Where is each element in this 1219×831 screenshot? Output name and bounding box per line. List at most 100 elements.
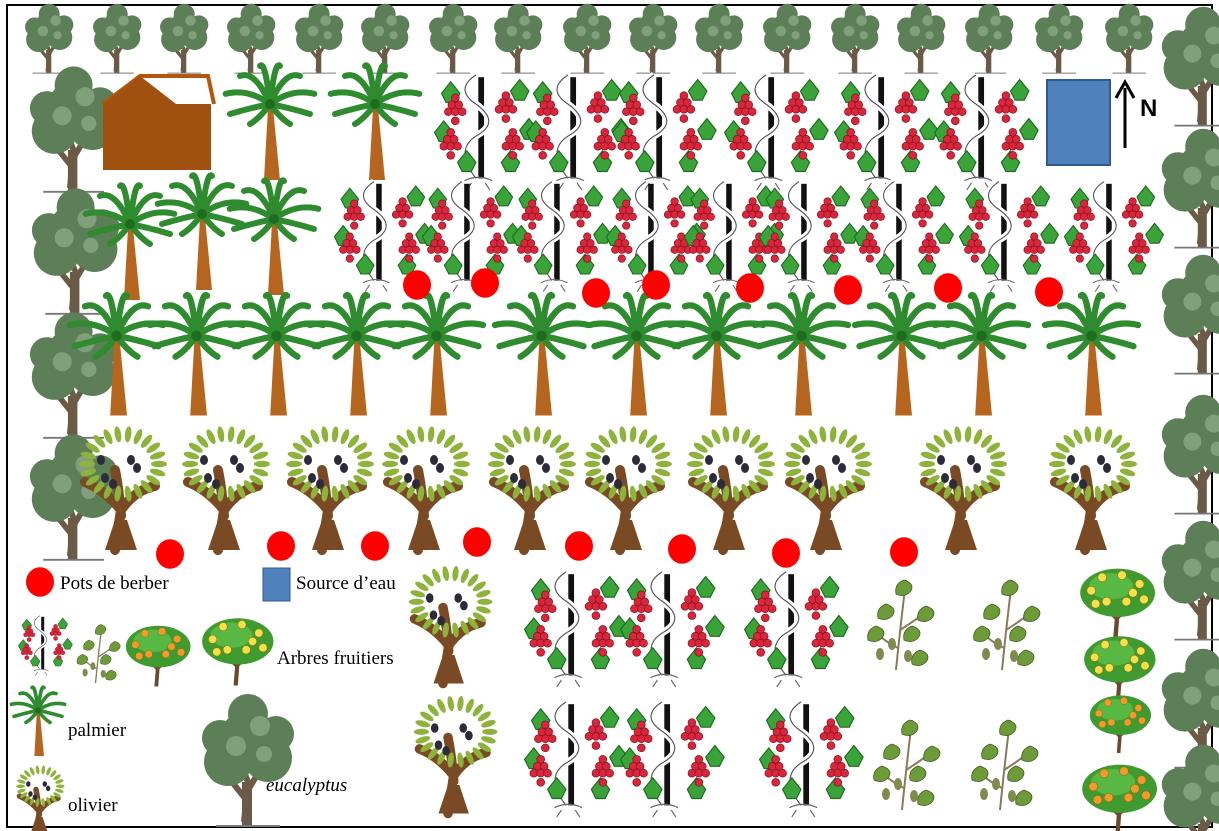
olive-tree-icon: [16, 765, 64, 831]
eucalyptus-icon: [494, 4, 542, 73]
berber-pot-icon: [834, 275, 862, 304]
grapevine-icon: [18, 616, 72, 676]
legend-eucalyptus-label: eucalyptus: [266, 775, 347, 797]
eucalyptus-icon: [1105, 4, 1153, 73]
eucalyptus-icon: [763, 4, 811, 73]
palm-tree-icon: [11, 687, 65, 756]
eucalyptus-icon: [202, 694, 294, 826]
berber-pot-icon: [361, 531, 389, 560]
eucalyptus-icon: [1162, 129, 1219, 248]
olive-tree-icon: [286, 426, 374, 550]
grapevine-icon: [435, 75, 538, 190]
olive-tree-icon: [919, 426, 1007, 550]
grapevine-icon: [422, 182, 521, 292]
legend-water-swatch: [263, 568, 290, 601]
berber-pot-icon: [934, 273, 962, 302]
eucalyptus-icon: [1162, 521, 1219, 640]
eucalyptus-icon: [93, 4, 141, 73]
eucalyptus-icon: [1162, 745, 1219, 831]
palm-tree-icon: [494, 295, 589, 415]
palm-tree-icon: [389, 295, 484, 415]
palm-tree-icon: [229, 295, 324, 415]
eucalyptus-icon: [965, 4, 1013, 73]
olive-tree-icon: [409, 566, 493, 684]
north-label: N: [1140, 95, 1157, 123]
grapevine-icon: [621, 572, 725, 687]
palm-tree-icon: [854, 295, 949, 415]
fig-tree-icon: [974, 580, 1040, 670]
grapevine-icon: [959, 182, 1058, 292]
north-arrow-icon: [1116, 82, 1134, 148]
eucalyptus-icon: [897, 4, 945, 73]
eucalyptus-icon: [1162, 255, 1219, 374]
olive-tree-icon: [182, 426, 270, 550]
grapevine-icon: [621, 702, 725, 817]
eucalyptus-icon: [429, 4, 477, 73]
olive-tree-icon: [784, 426, 872, 550]
berber-pot-icon: [1035, 277, 1063, 306]
palm-tree-icon: [754, 295, 849, 415]
grapevine-icon: [854, 182, 953, 292]
eucalyptus-icon: [1162, 7, 1219, 126]
eucalyptus-icon: [25, 4, 73, 73]
berber-pot-icon: [267, 531, 295, 560]
grapevine-icon: [512, 182, 611, 292]
grapevine-icon: [759, 182, 858, 292]
eucalyptus-icon: [227, 4, 275, 73]
berber-pot-icon: [26, 567, 54, 596]
berber-pot-icon: [565, 531, 593, 560]
palm-tree-icon: [225, 65, 315, 180]
legend-fruit-trees-label: Arbres fruitiers: [277, 648, 394, 670]
eucalyptus-icon: [1162, 395, 1219, 514]
fig-tree-icon: [868, 580, 934, 670]
grapevine-icon: [525, 572, 629, 687]
berber-pot-icon: [668, 534, 696, 563]
eucalyptus-icon: [563, 4, 611, 73]
water-source-icon: [1047, 80, 1110, 165]
berber-pot-icon: [156, 539, 184, 568]
eucalyptus-icon: [295, 4, 343, 73]
legend-palm-label: palmier: [68, 720, 126, 742]
orange-tree-icon: [126, 626, 191, 687]
house-icon: [103, 76, 214, 170]
eucalyptus-icon: [629, 4, 677, 73]
olive-tree-icon: [488, 426, 576, 550]
olive-tree-icon: [79, 426, 167, 550]
lemon-tree-icon: [202, 618, 273, 685]
palm-tree-icon: [934, 295, 1029, 415]
palm-tree-icon: [330, 65, 420, 180]
berber-pot-icon: [736, 273, 764, 302]
palm-tree-icon: [229, 180, 319, 295]
grapevine-icon: [745, 572, 849, 687]
eucalyptus-icon: [160, 4, 208, 73]
fig-tree-icon: [77, 625, 120, 684]
berber-pot-icon: [772, 538, 800, 567]
palm-tree-icon: [309, 295, 404, 415]
olive-tree-icon: [584, 426, 672, 550]
grapevine-icon: [525, 702, 629, 817]
berber-pot-icon: [403, 270, 431, 299]
lemon-tree-icon: [1084, 636, 1155, 703]
palm-tree-icon: [669, 295, 764, 415]
grapevine-icon: [935, 75, 1039, 190]
grapevine-icon: [760, 702, 864, 817]
berber-pot-icon: [582, 278, 610, 307]
berber-pot-icon: [463, 527, 491, 556]
fig-tree-icon: [972, 720, 1038, 810]
olive-tree-icon: [414, 696, 498, 814]
berber-pot-icon: [471, 268, 499, 297]
fig-tree-icon: [874, 720, 940, 810]
grapevine-icon: [613, 75, 717, 190]
olive-tree-icon: [1049, 426, 1137, 550]
palm-tree-icon: [149, 295, 244, 415]
palm-tree-icon: [589, 295, 684, 415]
olive-tree-icon: [687, 426, 775, 550]
olive-tree-icon: [382, 426, 470, 550]
grapevine-icon: [725, 75, 829, 190]
eucalyptus-icon: [1035, 4, 1083, 73]
grapevine-icon: [1064, 182, 1163, 292]
eucalyptus-icon: [831, 4, 879, 73]
legend-water-label: Source d’eau: [296, 573, 396, 595]
orange-tree-icon: [1082, 765, 1157, 831]
